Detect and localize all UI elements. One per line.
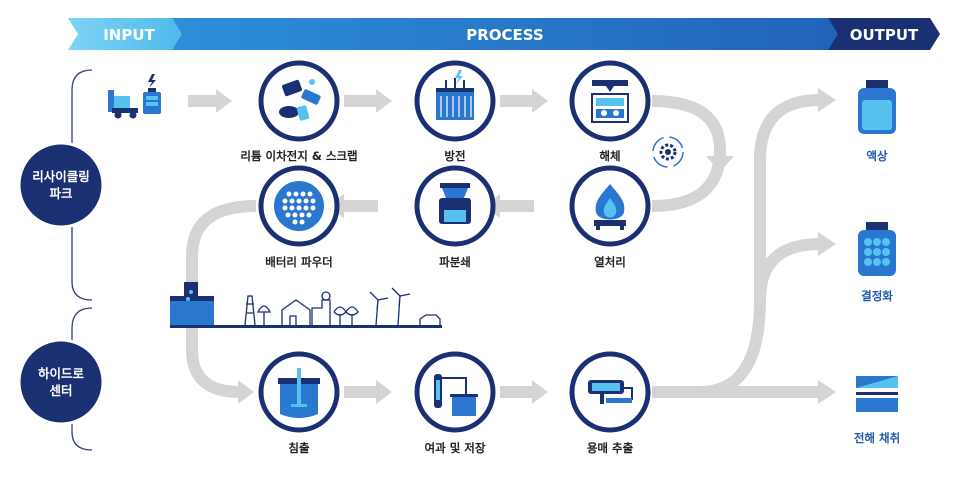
windmill-icon-1 [369, 291, 389, 326]
forklift-battery-icon [108, 74, 161, 119]
solvent-extraction-label: 용매 추출 [587, 441, 634, 455]
extractor-icon [588, 380, 633, 404]
recycling-park-line2: 파크 [49, 186, 73, 201]
lighthouse-icon [244, 295, 256, 326]
tank-icon [170, 282, 214, 325]
tree-icon-3 [345, 306, 359, 325]
tree-icon-1 [256, 305, 272, 325]
heat-treatment-label: 열처리 [594, 255, 626, 269]
hydro-center-line2: 센터 [49, 383, 72, 398]
step-dismantle: 해체 [569, 60, 651, 163]
hydro-center-badge: 하이드로 센터 [17, 338, 105, 426]
step-battery-powder: 배터리 파우더 [258, 165, 340, 269]
gear-small-icon [321, 291, 331, 301]
hydro-center-line1: 하이드로 [38, 366, 85, 381]
battery-scrap-icon [279, 79, 321, 121]
recycling-park-line1: 리사이클링 [32, 169, 90, 184]
powder-icon [274, 181, 324, 231]
discharge-label: 방전 [444, 149, 465, 163]
input-banner [68, 18, 184, 50]
leaching-label: 침출 [288, 441, 310, 455]
battery-scrap-label: 리튬 이차전지 & 스크랩 [240, 149, 357, 163]
factory-icon [311, 299, 331, 325]
dismantle-icon [591, 80, 629, 123]
liquid-label: 액상 [866, 149, 888, 163]
electrolytic-label: 전해 채취 [854, 431, 900, 445]
crystallization-label: 결정화 [861, 289, 893, 303]
recycling-park-badge: 리사이클링 파크 [17, 141, 105, 229]
crystal-bottle-icon [858, 222, 896, 276]
step-leaching: 침출 [258, 351, 340, 455]
step-crushing: 파분쇄 [414, 165, 496, 269]
crushing-label: 파분쇄 [439, 255, 471, 269]
step-solvent-extraction: 용매 추출 [569, 351, 651, 455]
input-label: INPUT [103, 26, 155, 44]
electrode-plate-icon [856, 376, 898, 412]
landscape-illustration [170, 282, 442, 328]
car-icon [419, 314, 441, 325]
header-banner: INPUT PROCESS OUTPUT [68, 18, 940, 50]
bottle-icon [858, 80, 896, 134]
output-banner [828, 18, 940, 50]
windmill-icon-2 [391, 287, 411, 326]
filter-icon [434, 374, 478, 416]
step-heat-treatment: 열처리 [569, 165, 651, 269]
flow-paths [186, 94, 821, 398]
dismantle-label: 해체 [599, 149, 620, 163]
process-banner [172, 18, 840, 50]
output-label: OUTPUT [850, 26, 919, 44]
house-icon [281, 299, 311, 325]
leaching-tank-icon [278, 368, 320, 418]
output-electrolytic: 전해 채취 [854, 376, 900, 445]
gear-cycle-icon [652, 136, 684, 168]
output-liquid: 액상 [858, 80, 896, 163]
discharge-icon [436, 70, 474, 120]
filtration-label: 여과 및 저장 [425, 441, 486, 455]
battery-powder-label: 배터리 파우더 [265, 255, 332, 269]
crusher-icon [439, 183, 471, 224]
tree-icon-2 [333, 306, 347, 325]
step-filtration: 여과 및 저장 [414, 351, 496, 455]
process-label: PROCESS [466, 26, 543, 44]
step-battery-scrap: 리튬 이차전지 & 스크랩 [240, 60, 358, 163]
output-crystallization: 결정화 [858, 222, 896, 303]
step-discharge: 방전 [414, 60, 496, 163]
flame-icon [594, 184, 626, 230]
